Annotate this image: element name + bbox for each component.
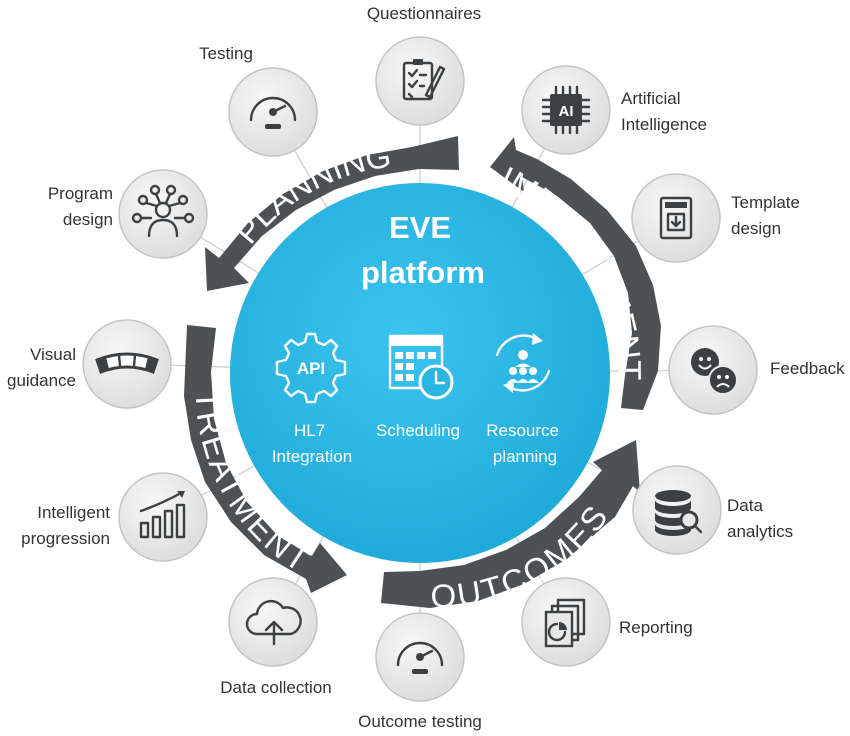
feature-label-hl7: HL7 Integration [272, 421, 352, 466]
feature-label-scheduling: Scheduling [376, 421, 460, 440]
person-network-icon [131, 184, 195, 238]
report-pages-icon [544, 598, 586, 648]
label-reporting: Reporting [619, 618, 693, 637]
checklist-pencil-icon [402, 59, 446, 101]
calendar-clock-icon [388, 334, 454, 400]
node-report-pages [521, 577, 611, 667]
treatment-arrow [184, 325, 347, 593]
people-cycle-icon [495, 333, 551, 393]
node-template-document [631, 173, 721, 263]
gauge-icon [396, 641, 444, 674]
node-person-network [118, 169, 208, 259]
label-feedback: Feedback [770, 359, 845, 378]
svg-text:AI: AI [559, 103, 574, 120]
ai-chip-icon: AI [541, 85, 591, 135]
happy-sad-faces-icon [691, 348, 738, 395]
hub-title-line2: platform [361, 255, 485, 290]
svg-text:API: API [297, 359, 325, 378]
node-curved-ruler [82, 319, 172, 409]
node-circle [375, 36, 465, 126]
node-gauge [228, 67, 318, 157]
template-document-icon [659, 196, 693, 240]
node-database-search [632, 465, 722, 555]
phase-arrows [184, 136, 661, 608]
database-search-icon [655, 490, 703, 536]
hub-title-line1: EVE [389, 210, 451, 245]
node-circle [118, 169, 208, 259]
label-testing: Testing [199, 44, 253, 63]
node-growth-bars [118, 472, 208, 562]
label-questionnaires: Questionnaires [367, 4, 481, 23]
node-happy-sad-faces [668, 325, 758, 415]
cloud-upload-icon [245, 599, 302, 646]
outcomes-arrow [381, 440, 640, 608]
platform-hub [230, 183, 610, 563]
improvement-arrow [490, 137, 661, 410]
label-data-collection: Data collection [220, 678, 332, 697]
curved-ruler-icon [95, 352, 159, 374]
node-cloud-upload [228, 577, 318, 667]
gauge-icon [249, 96, 297, 129]
growth-bars-icon [139, 491, 186, 539]
node-checklist-pencil [375, 36, 465, 126]
feature-label-resource-planning: Resource planning [486, 421, 564, 466]
node-circle [118, 472, 208, 562]
outer-nodes: AI [82, 36, 758, 702]
node-ai-chip: AI [521, 65, 611, 155]
planning-arrow [205, 136, 459, 291]
node-gauge [375, 612, 465, 702]
label-outcome-testing: Outcome testing [358, 712, 482, 731]
api-gear-icon: API [275, 332, 347, 404]
